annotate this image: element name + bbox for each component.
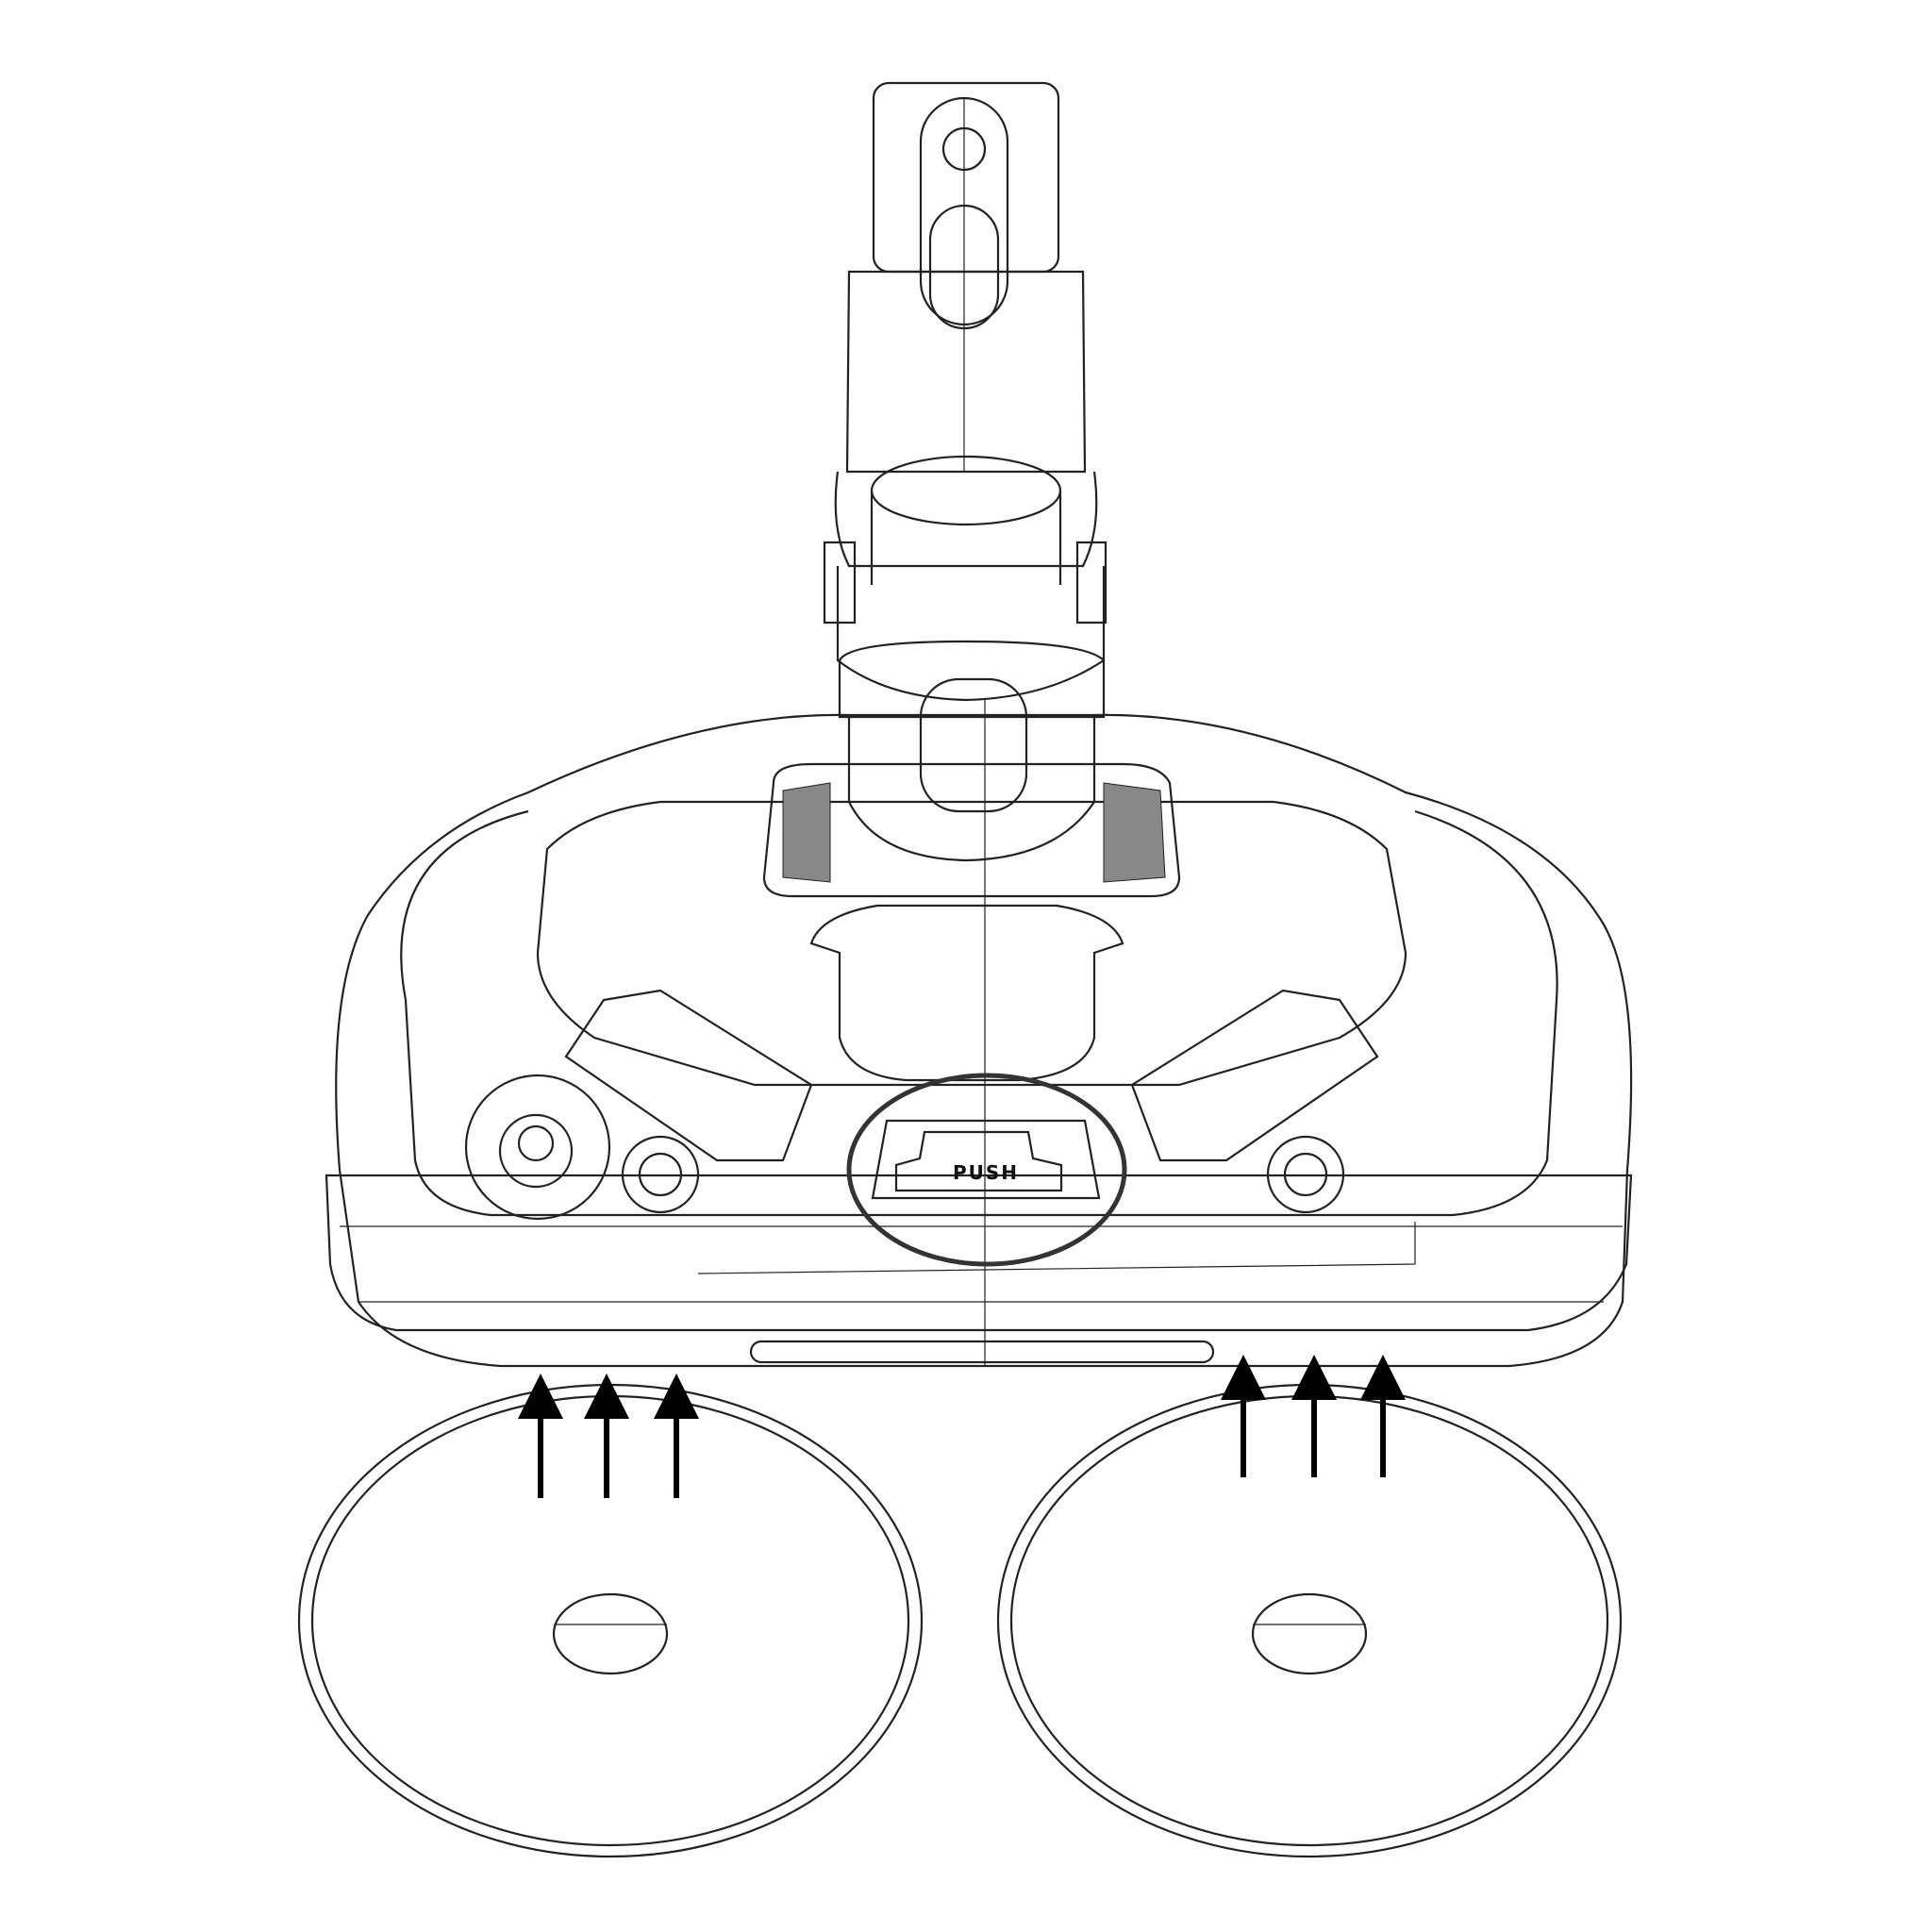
highlight-circle bbox=[846, 1073, 1127, 1267]
swivel-neck bbox=[838, 640, 1106, 862]
mop-pad-right bbox=[996, 1383, 1623, 1858]
mop-head-base bbox=[325, 698, 1633, 1368]
release-button: PUSH bbox=[871, 1119, 1101, 1200]
attach-arrows-left bbox=[518, 1374, 699, 1498]
mop-pad-left bbox=[297, 1383, 924, 1858]
attach-arrows-right bbox=[1221, 1355, 1406, 1477]
drive-spindles bbox=[464, 1074, 1345, 1221]
wand-connector bbox=[823, 81, 1108, 702]
push-label: PUSH bbox=[953, 1161, 1019, 1184]
